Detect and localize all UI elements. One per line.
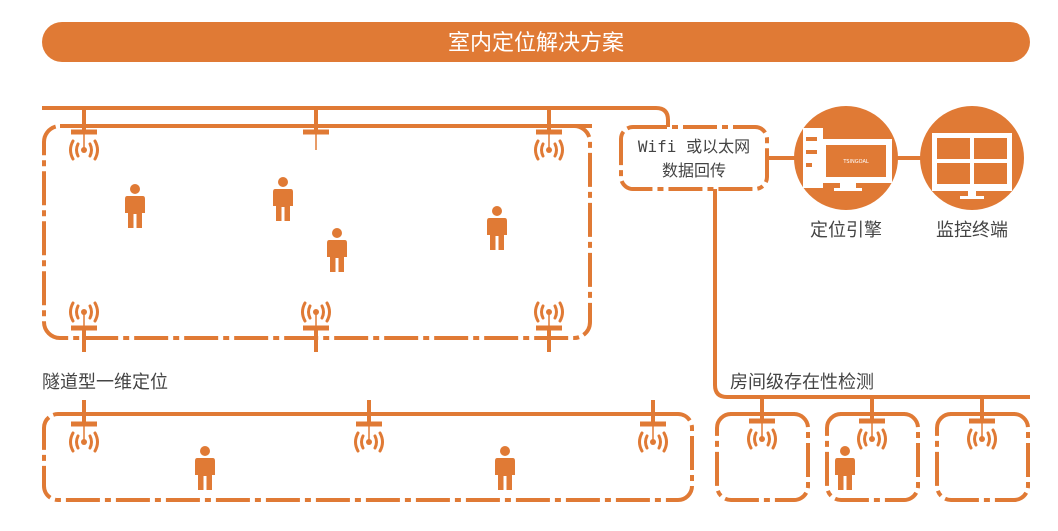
signal-anchor-icon <box>749 397 776 448</box>
signal-anchor-icon <box>536 108 563 159</box>
area-zone <box>42 124 592 340</box>
room-section-label: 房间级存在性检测 <box>730 372 874 393</box>
engine-logo: TSINGOAL <box>842 159 869 165</box>
anchor-stub <box>303 108 329 150</box>
network-box-line2: 数据回传 <box>662 161 726 180</box>
person-icon <box>327 228 347 272</box>
person-icon <box>273 177 293 221</box>
signal-anchor-icon <box>536 303 563 352</box>
signal-anchor-icon <box>71 303 98 352</box>
signal-anchor-icon <box>71 108 98 159</box>
signal-anchor-icon <box>969 397 996 448</box>
monitor-label: 监控终端 <box>936 220 1008 241</box>
person-icon <box>495 446 515 490</box>
signal-anchor-icon <box>303 303 330 352</box>
person-icon <box>487 206 507 250</box>
room-bus-line <box>713 189 1030 399</box>
person-icon <box>125 184 145 228</box>
person-icon <box>195 446 215 490</box>
signal-anchor-icon <box>859 397 886 448</box>
tunnel-zone <box>42 412 694 502</box>
computer-icon: TSINGOAL <box>803 128 892 191</box>
monitor-wall-icon <box>932 133 1012 199</box>
network-box: Wifi 或以太网 数据回传 <box>619 125 769 191</box>
signal-anchor-icon <box>71 400 98 451</box>
tunnel-section-label: 隧道型一维定位 <box>42 372 168 393</box>
network-bus-line <box>42 106 670 127</box>
person-icon <box>835 446 855 490</box>
network-box-line1: Wifi 或以太网 <box>638 137 750 156</box>
signal-anchor-icon <box>356 400 383 451</box>
signal-anchor-icon <box>640 400 667 451</box>
positioning-engine-node: TSINGOAL 定位引擎 <box>794 106 898 241</box>
engine-label: 定位引擎 <box>810 220 882 241</box>
monitor-terminal-node: 监控终端 <box>920 106 1024 241</box>
title-bar: 室内定位解决方案 <box>42 22 1030 62</box>
page-title: 室内定位解决方案 <box>448 31 624 56</box>
